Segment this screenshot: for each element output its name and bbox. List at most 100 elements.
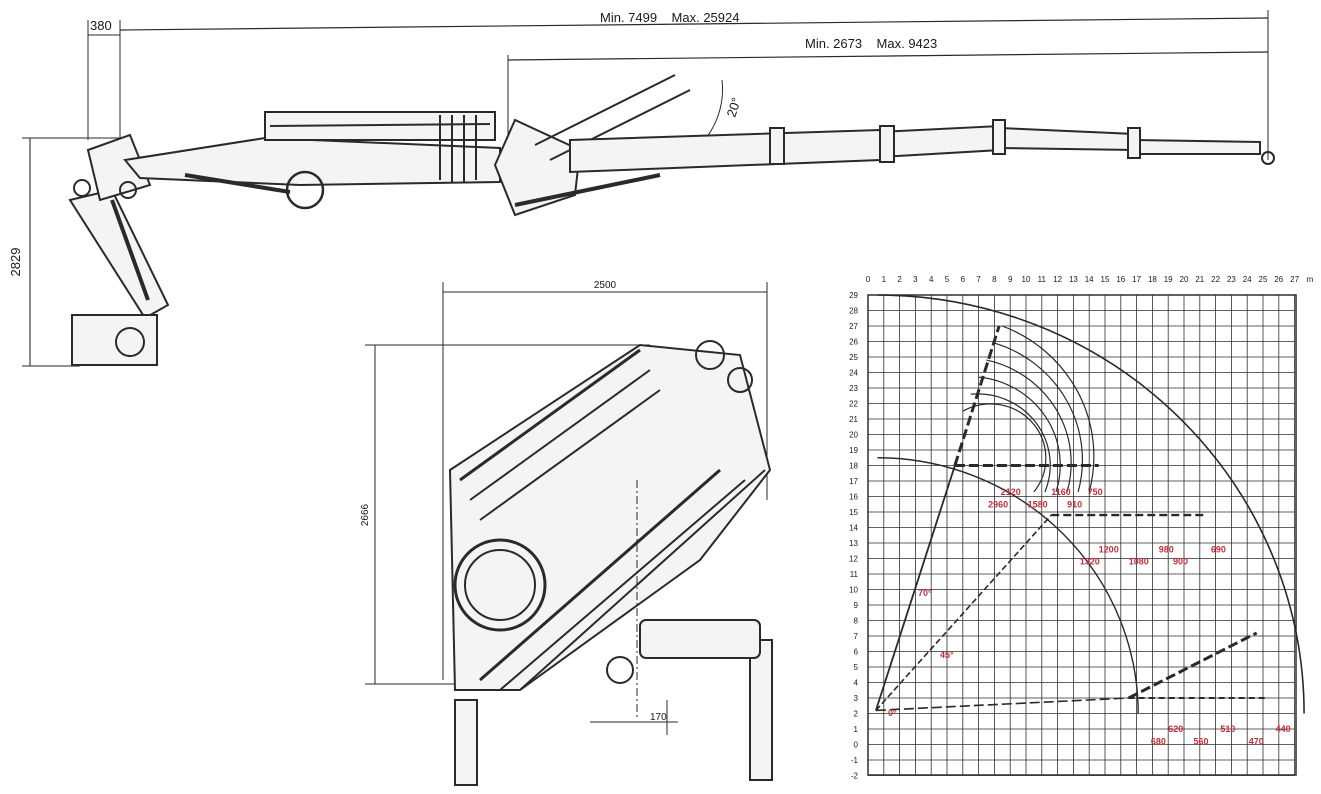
lift-cylinder [110,199,150,301]
capacity-label: 440 [1276,724,1291,734]
y-tick-label: 26 [849,338,858,347]
y-tick-label: 17 [849,477,858,486]
x-tick-label: 3 [913,275,918,284]
capacity-label: 910 [1067,499,1082,509]
stowed-view: 2500 2666 170 [360,280,773,786]
slew-ring [453,538,547,632]
chart-boom-positions [875,325,1267,712]
outreach-dimension-line [119,17,1269,31]
jib-cylinder [514,173,661,207]
y-tick-label: 10 [849,586,858,595]
jib-dimension-line [507,51,1269,61]
boom-70-degree [875,465,956,711]
y-tick-label: 8 [854,617,859,626]
y-tick-label: 16 [849,493,858,502]
capacity-label: 900 [1173,557,1188,567]
cylinder-rod [269,123,491,127]
capacity-label: 2960 [988,499,1008,509]
capacity-label: 1080 [1129,557,1149,567]
crane-base [71,314,158,366]
y-tick-label: 14 [849,524,858,533]
height-label: 2829 [8,248,23,277]
x-tick-label: 16 [1116,275,1125,284]
boom-0-degree [875,697,1129,712]
boom-pivot [695,340,725,370]
reach-envelope-mid [877,457,1139,714]
x-tick-label: 17 [1132,275,1141,284]
boom-0-raised [1128,631,1258,700]
capacity-label: 560 [1193,737,1208,747]
capacity-label: 470 [1249,737,1264,747]
capacity-label: 980 [1159,544,1174,554]
angle-label-45: 45° [940,650,954,660]
x-tick-label: 12 [1053,275,1062,284]
telescopic-extensions [569,119,1275,174]
outrigger-pin [606,656,634,684]
boom-45-degree [875,514,1052,711]
y-tick-label: 2 [854,710,859,719]
y-tick-label: 24 [849,369,858,378]
x-tick-label: 1 [882,275,887,284]
x-tick-label: 14 [1085,275,1094,284]
x-tick-label: 19 [1164,275,1173,284]
reach-arc [994,342,1083,493]
boom-pivot [727,367,753,393]
y-tick-label: 4 [854,679,859,688]
side-elevation: Min. 7499 Max. 25924 Min. 2673 Max. 9423… [8,10,1275,367]
y-tick-label: 0 [854,741,859,750]
slew-ring-inner [464,549,536,621]
x-tick-label: 27 [1290,275,1299,284]
y-tick-label: 12 [849,555,858,564]
y-tick-label: 19 [849,446,858,455]
x-unit-label: m [1307,275,1314,284]
x-tick-label: 25 [1259,275,1268,284]
outreach-label: Min. 7499 Max. 25924 [600,10,739,25]
y-tick-label: 13 [849,539,858,548]
y-tick-label: 23 [849,384,858,393]
y-tick-label: 29 [849,291,858,300]
reach-arc [1002,325,1095,493]
stabilizer-leg-left [454,699,478,786]
stabilizer-beam [639,619,761,659]
y-tick-label: 25 [849,353,858,362]
y-tick-label: 18 [849,462,858,471]
slew-gear [115,327,145,357]
capacity-label: 2120 [1001,487,1021,497]
x-tick-label: 18 [1148,275,1157,284]
jib-linkage [534,74,676,146]
inner-boom [123,136,501,187]
capacity-label: 620 [1168,724,1183,734]
y-tick-label: 1 [854,725,859,734]
x-tick-label: 21 [1195,275,1204,284]
y-tick-label: 22 [849,400,858,409]
pivot-pin [119,181,137,199]
x-tick-label: 15 [1101,275,1110,284]
x-tick-label: 8 [992,275,997,284]
boom-70-raised [953,325,1001,466]
angle-label-0: 0° [888,708,897,718]
angle-label-70: 70° [918,588,932,598]
chart-y-ticks: 2928272625242322212019181716151413121110… [849,291,858,781]
jib-angle-label: 20° [724,96,744,119]
stowed-height-label: 2666 [360,503,371,526]
y-tick-label: 28 [849,307,858,316]
pivot-pin [73,179,91,197]
reach-arc [986,359,1072,493]
x-tick-label: 24 [1243,275,1252,284]
reach-arc [970,393,1051,493]
column-head [86,133,152,202]
y-tick-label: 27 [849,322,858,331]
x-tick-label: 2 [897,275,902,284]
jib-label: Min. 2673 Max. 9423 [805,36,937,51]
cylinder-fins [439,115,477,182]
x-tick-label: 7 [976,275,981,284]
y-tick-label: -1 [851,756,859,765]
x-tick-label: 9 [1008,275,1013,284]
capacity-label: 680 [1151,737,1166,747]
y-tick-label: -2 [851,772,859,781]
